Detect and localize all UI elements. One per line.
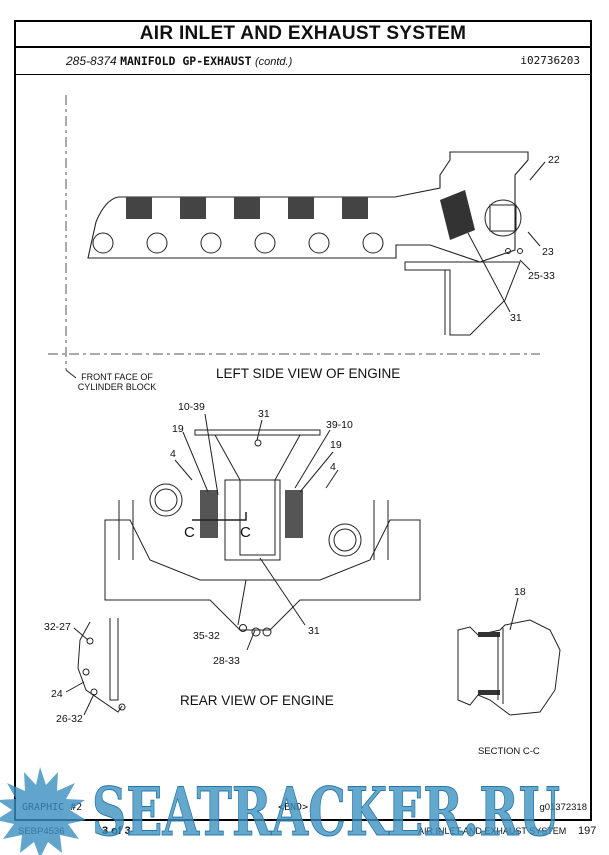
section-c-c xyxy=(457,597,561,716)
page-frame: AIR INLET AND EXHAUST SYSTEM 285-8374 MA… xyxy=(14,20,592,821)
doc-number: SEBP4536 xyxy=(18,826,65,837)
page-number: 197 xyxy=(578,825,597,837)
part-header: 285-8374 MANIFOLD GP-EXHAUST (contd.) i0… xyxy=(16,48,590,75)
callout-23: 23 xyxy=(542,246,554,258)
callout-19-left: 19 xyxy=(172,423,184,435)
callout-19-right: 19 xyxy=(330,439,342,451)
section-marker-c-right: C xyxy=(240,524,251,541)
bellows xyxy=(126,197,368,219)
page-of: 3 of 3 xyxy=(102,825,131,837)
callout-10-39: 10-39 xyxy=(178,401,205,413)
callout-32-27: 32-27 xyxy=(44,621,71,633)
callout-25-33: 25-33 xyxy=(528,270,555,282)
part-number: 285-8374 xyxy=(66,54,117,68)
graphic-id: g01372318 xyxy=(539,802,587,813)
reference-lines xyxy=(48,95,540,370)
callout-39-10: 39-10 xyxy=(326,419,353,431)
callout-35-32: 35-32 xyxy=(193,630,220,642)
footer-section: AIR INLET AND EXHAUST SYSTEM xyxy=(418,826,567,836)
front-face-label: FRONT FACE OF CYLINDER BLOCK xyxy=(77,372,157,392)
callout-22: 22 xyxy=(548,154,560,166)
callout-4-left: 4 xyxy=(170,448,176,460)
part-name: MANIFOLD GP-EXHAUST xyxy=(120,54,252,68)
rear-view-assembly xyxy=(77,429,421,713)
callout-18: 18 xyxy=(514,586,526,598)
leader-lines-rear xyxy=(65,413,339,716)
rear-view-caption: REAR VIEW OF ENGINE xyxy=(180,693,334,708)
callout-24: 24 xyxy=(51,688,63,700)
leader-lines-left xyxy=(467,161,546,313)
callout-26-32: 26-32 xyxy=(56,713,83,725)
page-title: AIR INLET AND EXHAUST SYSTEM xyxy=(16,22,590,48)
left-view-caption: LEFT SIDE VIEW OF ENGINE xyxy=(216,366,401,381)
callout-28-33: 28-33 xyxy=(213,655,240,667)
ref-id: i02736203 xyxy=(520,54,580,67)
flex-joints xyxy=(200,490,303,538)
callout-31-left: 31 xyxy=(510,312,522,324)
callout-31-bottom: 31 xyxy=(308,625,320,637)
part-title: 285-8374 MANIFOLD GP-EXHAUST (contd.) xyxy=(66,48,292,75)
section-marker-c-left: C xyxy=(184,524,195,541)
manifold-left-view xyxy=(87,151,529,336)
front-face-leader xyxy=(65,369,77,379)
callout-4-right: 4 xyxy=(330,461,336,473)
contd-label: (contd.) xyxy=(254,56,293,68)
end-marker: <END> xyxy=(278,802,309,813)
section-caption: SECTION C-C xyxy=(478,746,540,757)
ports xyxy=(92,199,522,254)
callout-31-top: 31 xyxy=(258,408,270,420)
